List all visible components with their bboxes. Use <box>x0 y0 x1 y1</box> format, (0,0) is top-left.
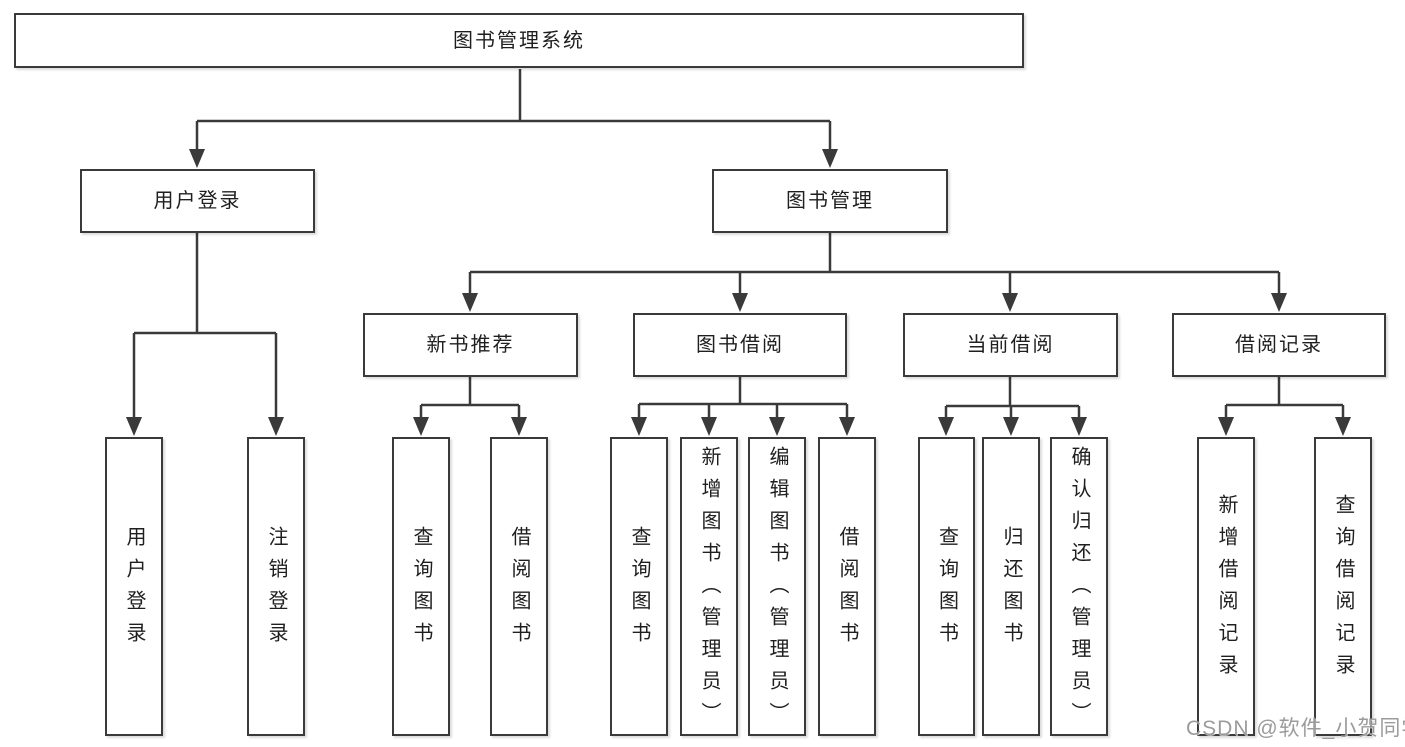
node-current-borrow: 当前借阅 <box>903 313 1118 377</box>
leaf-query-borrow-record: 查询借阅记录 <box>1314 437 1372 736</box>
node-user-login: 用户登录 <box>80 169 315 233</box>
leaf-query-books-recommend: 查询图书 <box>392 437 450 736</box>
leaf-add-borrow-record: 新增借阅记录 <box>1197 437 1255 736</box>
leaf-user-login: 用户登录 <box>105 437 163 736</box>
node-book-management: 图书管理 <box>712 169 948 233</box>
node-borrow-records: 借阅记录 <box>1172 313 1386 377</box>
leaf-confirm-return-admin: 确认归还（管理员） <box>1050 437 1108 736</box>
leaf-edit-book-admin: 编辑图书（管理员） <box>748 437 806 736</box>
leaf-add-book-admin: 新增图书（管理员） <box>680 437 738 736</box>
leaf-return-book: 归还图书 <box>982 437 1040 736</box>
leaf-borrow-books-recommend: 借阅图书 <box>490 437 548 736</box>
csdn-watermark: CSDN @软件_小贺同学 <box>1186 717 1405 740</box>
leaf-query-books-borrow: 查询图书 <box>610 437 668 736</box>
leaf-logout: 注销登录 <box>247 437 305 736</box>
node-book-borrow: 图书借阅 <box>633 313 847 377</box>
leaf-query-books-current: 查询图书 <box>918 437 975 736</box>
node-new-book-recommend: 新书推荐 <box>363 313 578 377</box>
leaf-borrow-books: 借阅图书 <box>818 437 876 736</box>
node-root-system: 图书管理系统 <box>14 13 1024 68</box>
